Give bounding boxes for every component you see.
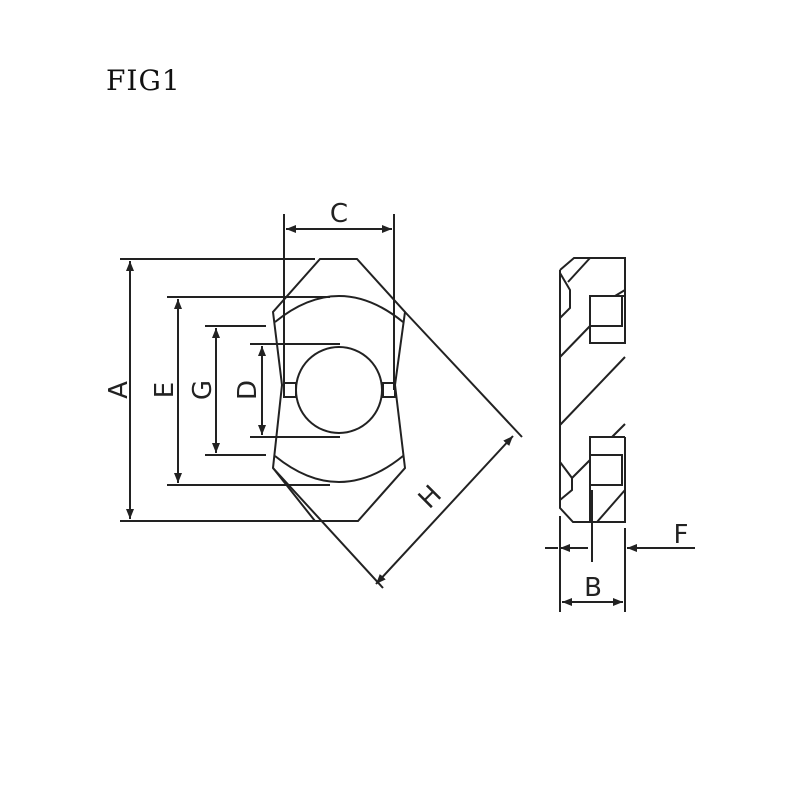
label-F: F bbox=[674, 520, 689, 550]
dimension-lines bbox=[120, 214, 695, 612]
label-H: H bbox=[413, 480, 448, 515]
side-view bbox=[559, 257, 626, 523]
label-G: G bbox=[188, 380, 218, 400]
label-A: A bbox=[104, 381, 134, 399]
label-B: B bbox=[584, 573, 602, 603]
label-E: E bbox=[150, 382, 180, 398]
figure-title: FIG1 bbox=[106, 64, 181, 97]
center-hole bbox=[295, 346, 383, 434]
front-view bbox=[271, 258, 523, 589]
label-C: C bbox=[330, 199, 348, 229]
label-D: D bbox=[233, 380, 263, 400]
